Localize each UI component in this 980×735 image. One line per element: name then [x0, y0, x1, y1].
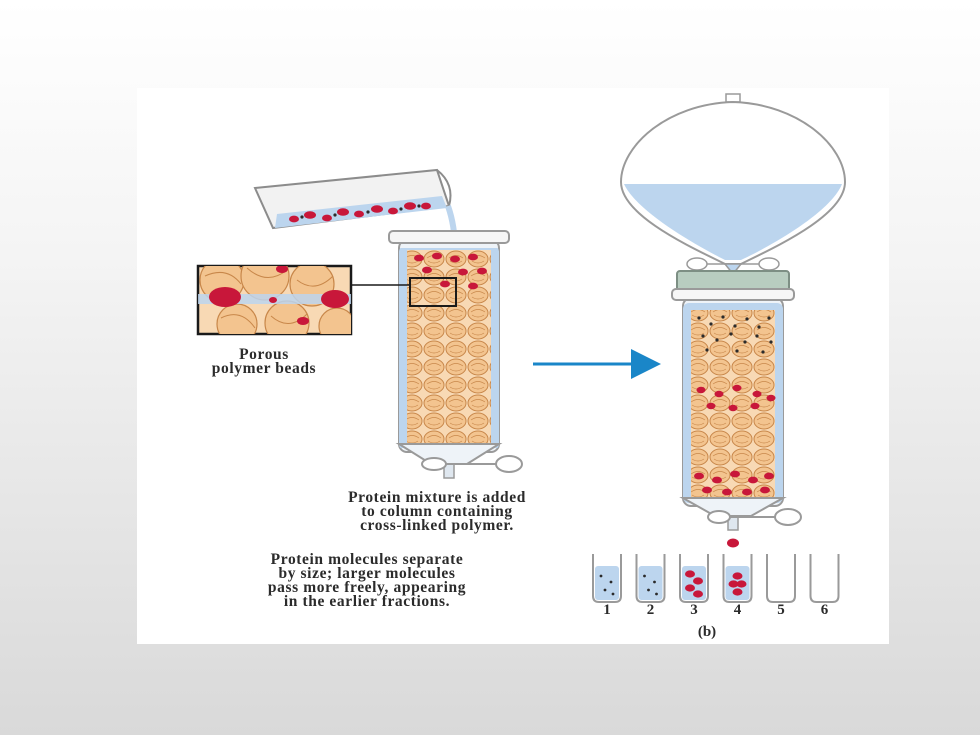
test-tube-icon — [766, 554, 796, 603]
test-tube-icon — [722, 554, 753, 603]
stopcock-icon — [421, 455, 523, 473]
fraction-tubes — [592, 554, 840, 603]
beaker-icon — [253, 168, 452, 230]
gel-filtration-figure: Porous polymer beads Protein mixture is … — [137, 88, 889, 644]
fraction-number: 2 — [646, 602, 655, 618]
fraction-number: 6 — [820, 602, 829, 618]
test-tube-icon — [809, 554, 840, 603]
beads-label: Porous polymer beads — [211, 346, 317, 377]
fraction-number: 4 — [733, 602, 742, 618]
figure-artwork — [196, 93, 847, 603]
stopcock-icon — [707, 508, 802, 526]
fraction-number: 1 — [603, 602, 611, 618]
test-tube-icon — [635, 554, 666, 603]
porous-bead-inset — [196, 264, 410, 336]
separatory-funnel-icon — [619, 93, 847, 276]
fraction-number: 5 — [777, 602, 785, 618]
fraction-number: 3 — [690, 602, 698, 618]
mixture-label: Protein mixture is added to column conta… — [348, 489, 526, 534]
chromatography-column-icon — [671, 288, 802, 548]
test-tube-icon — [592, 554, 622, 603]
test-tube-icon — [679, 554, 709, 603]
panel-label: (b) — [697, 624, 717, 640]
separate-label: Protein molecules separate by size; larg… — [267, 551, 467, 610]
chromatography-column-icon — [388, 230, 523, 479]
